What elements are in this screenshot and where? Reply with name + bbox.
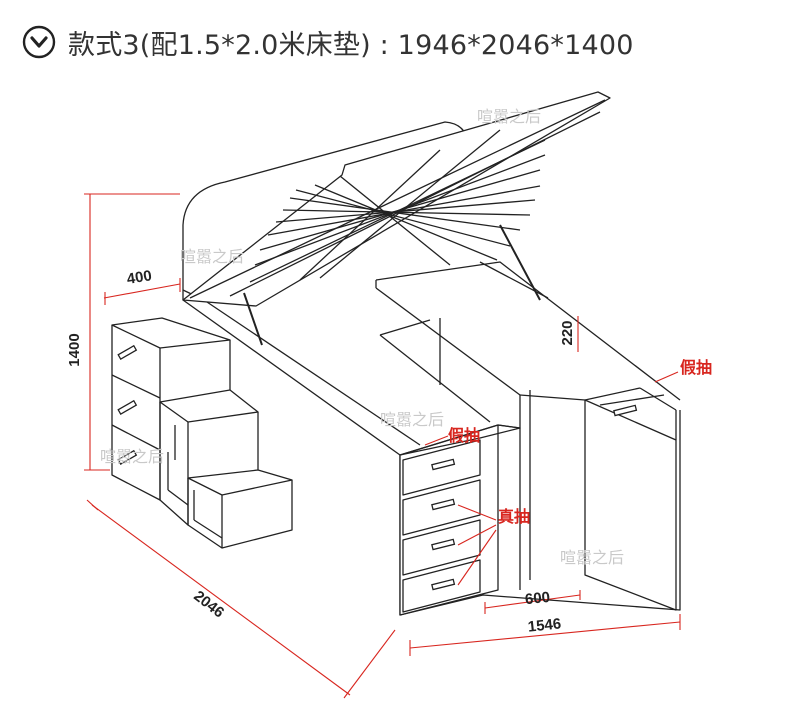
watermark: 喧嚣之后 [477,107,541,126]
header: 款式3(配1.5*2.0米床垫) : 1946*2046*1400 [22,22,634,62]
label-fake-drawer-front: 假抽 [448,426,480,445]
lift-frame [182,91,611,307]
storage-platform [375,261,681,401]
side-door [584,387,677,611]
page-title: 款式3(配1.5*2.0米床垫) : 1946*2046*1400 [68,29,634,61]
dim-stair-width: 400 [126,267,153,288]
gas-strut-left [243,292,263,346]
dim-drawer-width: 1546 [527,615,562,635]
drawer-block [399,424,521,616]
chevron-down-circle-icon [22,25,56,59]
watermark: 喧嚣之后 [380,410,444,429]
dim-opening: 600 [524,589,551,609]
dim-gap: 220 [559,320,576,345]
staircase [111,317,293,549]
dim-length: 2046 [190,587,227,621]
dim-height: 1400 [66,333,83,366]
watermark: 喧嚣之后 [180,247,244,266]
watermark: 喧嚣之后 [100,447,164,466]
label-fake-drawer-right: 假抽 [680,358,712,377]
watermark: 喧嚣之后 [560,548,624,567]
label-real-drawer: 真抽 [498,507,530,526]
